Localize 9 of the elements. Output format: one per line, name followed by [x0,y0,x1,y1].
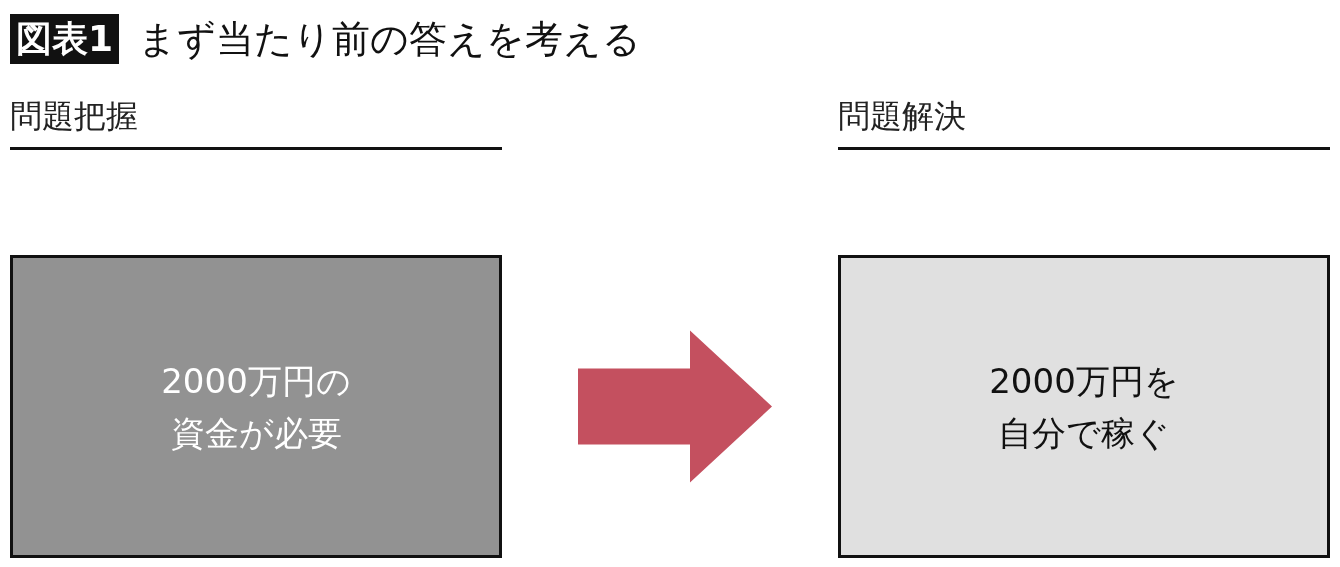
box-text: 2000万円を自分で稼ぐ [988,359,1180,455]
section-heading: 問題把握 [10,96,138,136]
process-box [838,255,1330,558]
process-box [10,255,502,558]
section-heading: 問題解決 [838,96,966,136]
figure-number: 図表1 [10,14,120,64]
box-text: 2000万円の資金が必要 [160,359,352,455]
block-arrow [578,330,772,483]
diagram-title: まず当たり前の答えを考える [138,16,641,63]
